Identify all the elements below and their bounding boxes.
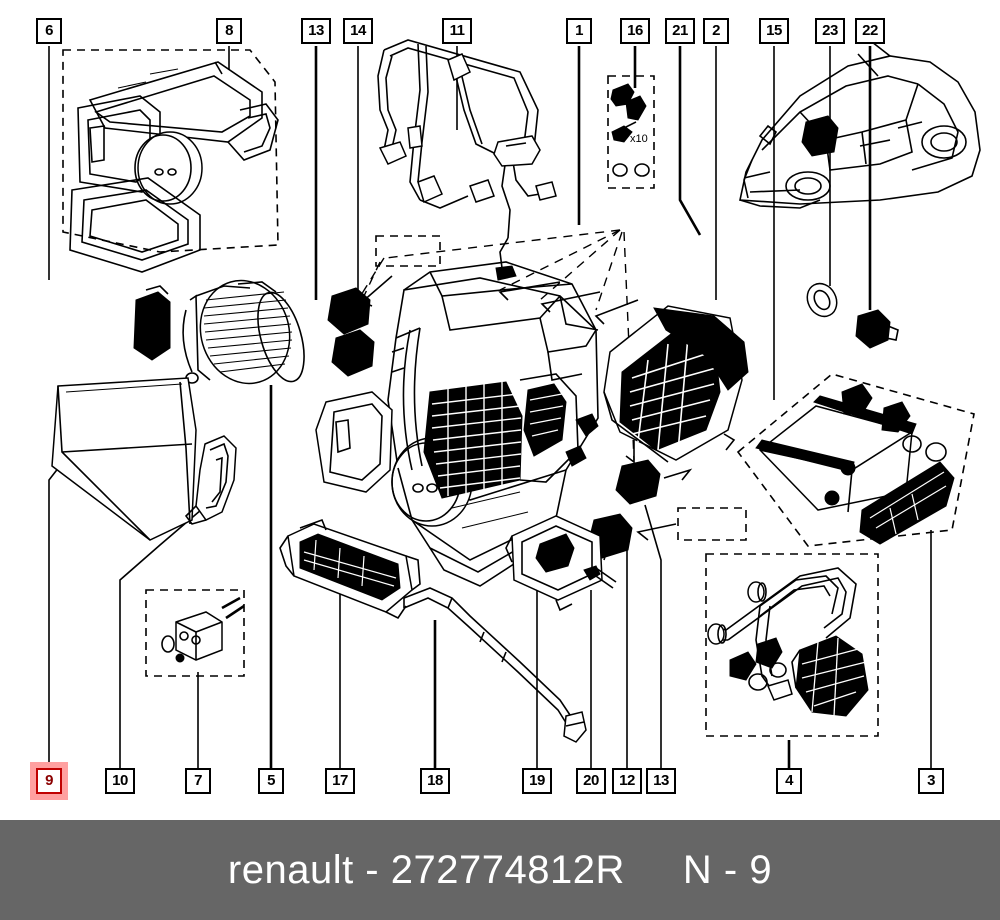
callout-19[interactable]: 19 [522, 768, 552, 794]
callout-17[interactable]: 17 [325, 768, 355, 794]
callout-8[interactable]: 8 [216, 18, 242, 44]
part-21-blower-resistor [133, 285, 171, 361]
callout-11[interactable]: 11 [442, 18, 472, 44]
part-20-fixing-screw [583, 565, 617, 589]
part-7-expansion-valve-kit [145, 589, 245, 677]
part-16-clip-screw-kit: x10 [607, 75, 655, 189]
part-12-13-lower-actuators [587, 459, 747, 559]
quantity-annotation: x10 [630, 133, 648, 145]
part-3-condenser-kit [736, 373, 975, 547]
part-23-o-ring-seal [806, 282, 838, 318]
part-17-heater-core [279, 518, 421, 620]
callout-20[interactable]: 20 [576, 768, 606, 794]
part-5-blower-motor-fan [182, 279, 305, 385]
callout-1[interactable]: 1 [566, 18, 592, 44]
callout-14[interactable]: 14 [343, 18, 373, 44]
callout-5[interactable]: 5 [258, 768, 284, 794]
duct-group-outline [62, 49, 279, 253]
callout-12[interactable]: 12 [612, 768, 642, 794]
part-19-control-module [505, 515, 609, 612]
callout-16[interactable]: 16 [620, 18, 650, 44]
diagram-canvas: x10 [36, 18, 981, 794]
footer-part-reference: renault - 272774812R N - 9 [227, 847, 773, 892]
callout-13-top[interactable]: 13 [301, 18, 331, 44]
callout-4[interactable]: 4 [776, 768, 802, 794]
callout-6[interactable]: 6 [36, 18, 62, 44]
callout-22[interactable]: 22 [855, 18, 885, 44]
part-9-cabin-air-filter [51, 377, 197, 541]
part-6-air-duct-upper [69, 95, 203, 273]
callout-7[interactable]: 7 [185, 768, 211, 794]
part-10-filter-bracket [184, 435, 237, 525]
technical-drawing: x10 [48, 39, 981, 768]
part-22-service-valve [855, 309, 899, 349]
callout-23[interactable]: 23 [815, 18, 845, 44]
part-15-vehicle-illustration [739, 41, 981, 209]
part-4-pipe-hose-kit [705, 553, 879, 737]
callout-2[interactable]: 2 [703, 18, 729, 44]
part-11-wiring-harness [375, 39, 557, 281]
callout-9-highlighted[interactable]: 9 [36, 768, 62, 794]
callout-13-bottom[interactable]: 13 [646, 768, 676, 794]
leader-lines-top [48, 46, 872, 400]
callout-18[interactable]: 18 [420, 768, 450, 794]
part-2-evaporator-core [603, 305, 749, 463]
footer-bar: renault - 272774812R N - 9 [0, 820, 1000, 920]
callout-15[interactable]: 15 [759, 18, 789, 44]
callout-21[interactable]: 21 [665, 18, 695, 44]
part-18-drain-hose [403, 587, 587, 743]
callout-3[interactable]: 3 [918, 768, 944, 794]
part-13-14-actuator-motors [327, 287, 375, 377]
part-8-air-duct-seal [88, 61, 279, 161]
part-1-hvac-housing-assembly [315, 261, 599, 587]
callout-10[interactable]: 10 [105, 768, 135, 794]
